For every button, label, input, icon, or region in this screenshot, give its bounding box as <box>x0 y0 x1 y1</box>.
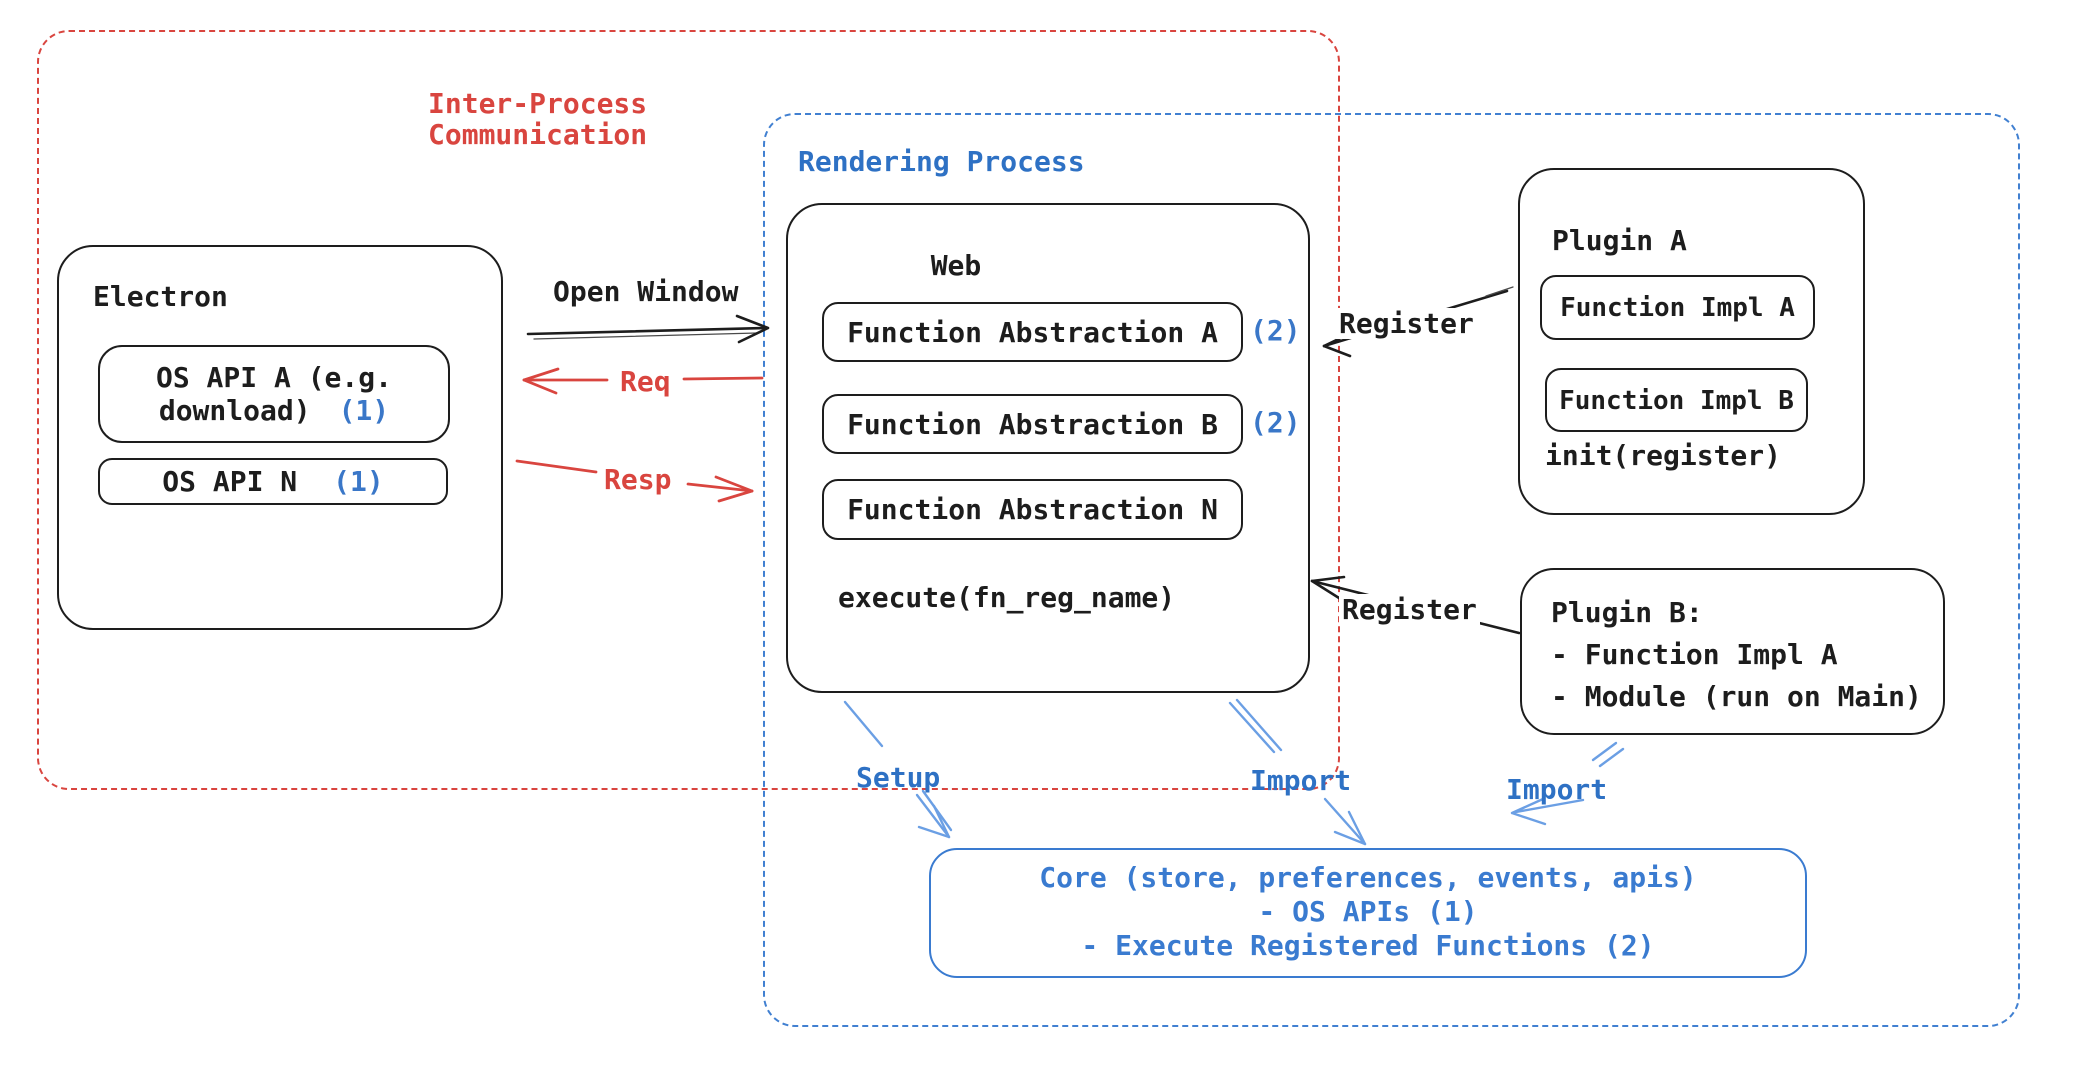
web-title: Web <box>930 249 982 282</box>
function-impl-b-box <box>1545 368 1808 432</box>
os-api-a-box <box>98 345 450 443</box>
function-impl-b-label: Function Impl B <box>1559 386 1794 416</box>
function-abstraction-n-box <box>822 479 1243 540</box>
os-api-n-marker: (1) <box>333 465 384 498</box>
resp-label: Resp <box>604 463 672 496</box>
execute-label: execute(fn_reg_name) <box>838 581 1176 614</box>
plugin-b-box <box>1520 568 1945 735</box>
os-api-a-marker: (1) <box>338 394 390 427</box>
web-box <box>786 203 1310 693</box>
electron-box <box>57 245 503 630</box>
plugin-b-line2: - Function Impl A <box>1551 638 1838 671</box>
os-api-n-label: OS API N(1) <box>162 465 384 498</box>
open-window-label: Open Window <box>553 275 739 308</box>
plugin-a-title: Plugin A <box>1552 224 1687 257</box>
electron-title: Electron <box>93 280 228 313</box>
ipc-group-frame <box>37 30 1340 790</box>
rendering-group-label: Rendering Process <box>798 145 1085 178</box>
import-mid-label: Import <box>1250 764 1352 797</box>
function-impl-a-box <box>1540 275 1815 340</box>
ipc-group-label: Inter-Process Communication <box>428 88 647 150</box>
function-abstraction-n-label: Function Abstraction N <box>847 493 1218 526</box>
setup-label: Setup <box>856 761 941 794</box>
os-api-a-line2: download)(1) <box>158 394 390 427</box>
core-line2: - OS APIs (1) <box>1258 895 1478 928</box>
import-right-label: Import <box>1506 773 1608 806</box>
register-top-label: Register <box>1336 308 1477 339</box>
plugin-b-text: Plugin B: - Function Impl A - Module (ru… <box>1551 592 1922 718</box>
function-abstraction-b-label: Function Abstraction B <box>847 408 1218 441</box>
ipc-label-line1: Inter-Process <box>428 87 648 120</box>
fa-a-marker: (2) <box>1250 314 1301 347</box>
ipc-label-line2: Communication <box>428 118 648 151</box>
fa-b-marker: (2) <box>1250 406 1301 439</box>
register-bottom-label: Register <box>1339 594 1480 625</box>
core-line1: Core (store, preferences, events, apis) <box>1039 861 1697 894</box>
plugin-b-line1: Plugin B: <box>1551 596 1703 629</box>
core-box <box>929 848 1807 978</box>
init-register-label: init(register) <box>1545 439 1782 472</box>
function-abstraction-a-label: Function Abstraction A <box>847 316 1218 349</box>
function-abstraction-b-box <box>822 394 1243 454</box>
os-api-a-label: OS API A (e.g. download)(1) <box>98 361 450 427</box>
plugin-a-box <box>1518 168 1865 515</box>
core-line3: - Execute Registered Functions (2) <box>1081 929 1655 962</box>
function-impl-a-label: Function Impl A <box>1560 293 1795 323</box>
rendering-group-frame <box>763 113 2020 1027</box>
os-api-a-line1: OS API A (e.g. <box>155 361 392 394</box>
os-api-n-box <box>98 458 448 505</box>
req-label: Req <box>620 365 671 398</box>
core-text: Core (store, preferences, events, apis) … <box>929 861 1807 963</box>
plugin-b-line3: - Module (run on Main) <box>1551 680 1922 713</box>
function-abstraction-a-box <box>822 302 1243 362</box>
